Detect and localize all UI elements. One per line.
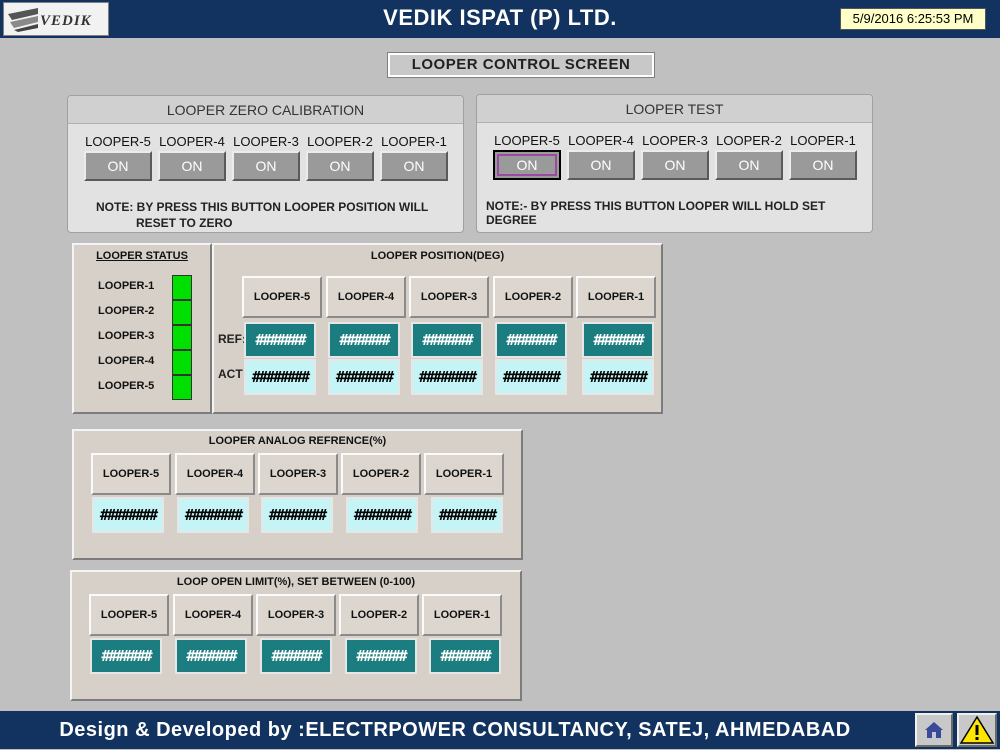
header-bar [0,0,1000,38]
zero-cal-note-line2: RESET TO ZERO [136,216,233,230]
ref-value-looper-3: ####### [411,322,483,358]
limit-input-looper-4[interactable]: ####### [175,638,247,674]
datetime-display: 5/9/2016 6:25:53 PM [840,8,986,30]
footer-bar [0,711,1000,749]
home-button[interactable] [915,713,953,747]
zero-cal-on-button-looper-1[interactable]: ON [380,151,448,181]
zero-cal-on-button-looper-5[interactable]: ON [84,151,152,181]
zero-cal-on-button-looper-3[interactable]: ON [232,151,300,181]
ref-value-looper-5: ####### [244,322,316,358]
analog-value-looper-2: ######## [346,497,418,533]
zero-cal-label-looper-4: LOOPER-4 [159,134,225,149]
status-indicator-looper-2 [172,300,192,325]
ref-value-looper-2: ####### [495,322,567,358]
looper-test-title: LOOPER TEST [477,95,872,123]
ref-row-label: REF: [218,332,246,346]
open-limit-box: LOOP OPEN LIMIT(%), SET BETWEEN (0-100) … [70,570,522,701]
company-logo: VEDIK [3,2,109,36]
looper-position-title: LOOPER POSITION(DEG) [370,250,505,262]
zero-cal-label-looper-2: LOOPER-2 [307,134,373,149]
warning-icon [959,715,995,744]
limit-input-looper-2[interactable]: ####### [345,638,417,674]
status-indicator-looper-3 [172,325,192,350]
test-on-button-looper-1[interactable]: ON [789,150,857,180]
test-label-looper-1: LOOPER-1 [790,133,856,148]
limit-header-looper-5: LOOPER-5 [89,594,169,636]
position-header-looper-1: LOOPER-1 [576,276,656,318]
looper-status-box: LOOPER STATUS LOOPER-1 LOOPER-2 LOOPER-3… [72,243,212,414]
zero-cal-label-looper-3: LOOPER-3 [233,134,299,149]
alarm-button[interactable] [957,713,997,747]
looper-status-title: LOOPER STATUS [96,250,188,262]
test-label-looper-4: LOOPER-4 [568,133,634,148]
act-row-label: ACT [218,367,243,381]
test-on-button-looper-3[interactable]: ON [641,150,709,180]
limit-input-looper-5[interactable]: ####### [90,638,162,674]
status-indicator-looper-5 [172,375,192,400]
limit-header-looper-2: LOOPER-2 [339,594,419,636]
analog-header-looper-4: LOOPER-4 [175,453,255,495]
act-value-looper-4: ######## [328,359,400,395]
analog-value-looper-5: ######## [92,497,164,533]
footer-credit: Design & Developed by :ELECTRPOWER CONSU… [59,719,851,741]
status-label-looper-4: LOOPER-4 [98,355,155,367]
status-label-looper-1: LOOPER-1 [98,280,155,292]
home-icon [925,722,943,738]
test-on-button-looper-2[interactable]: ON [715,150,783,180]
limit-input-looper-1[interactable]: ####### [429,638,501,674]
position-header-looper-2: LOOPER-2 [493,276,573,318]
analog-header-looper-3: LOOPER-3 [258,453,338,495]
limit-header-looper-4: LOOPER-4 [173,594,253,636]
analog-reference-box: LOOPER ANALOG REFRENCE(%) LOOPER-5 LOOPE… [72,429,523,560]
position-header-looper-5: LOOPER-5 [242,276,322,318]
act-value-looper-3: ######## [411,359,483,395]
open-limit-title: LOOP OPEN LIMIT(%), SET BETWEEN (0-100) [176,576,416,588]
test-on-button-looper-4[interactable]: ON [567,150,635,180]
status-indicator-looper-1 [172,275,192,300]
logo-mark-icon [8,8,38,32]
test-label-looper-2: LOOPER-2 [716,133,782,148]
status-indicator-looper-4 [172,350,192,375]
looper-position-box: LOOPER POSITION(DEG) LOOPER-5 LOOPER-4 L… [212,243,663,414]
test-on-button-looper-5[interactable]: ON [493,150,561,180]
status-label-looper-2: LOOPER-2 [98,305,155,317]
analog-value-looper-4: ######## [177,497,249,533]
looper-test-note: NOTE:- BY PRESS THIS BUTTON LOOPER WILL … [486,199,826,227]
screen-title: LOOPER CONTROL SCREEN [387,52,655,78]
position-header-looper-3: LOOPER-3 [409,276,489,318]
zero-cal-on-button-looper-2[interactable]: ON [306,151,374,181]
app-title: VEDIK ISPAT (P) LTD. [383,5,617,30]
zero-calibration-title: LOOPER ZERO CALIBRATION [68,96,463,124]
analog-value-looper-3: ######## [261,497,333,533]
analog-header-looper-2: LOOPER-2 [341,453,421,495]
limit-input-looper-3[interactable]: ####### [260,638,332,674]
position-header-looper-4: LOOPER-4 [326,276,406,318]
logo-text: VEDIK [40,13,92,29]
act-value-looper-1: ######## [582,359,654,395]
zero-calibration-panel: LOOPER ZERO CALIBRATION LOOPER-5 LOOPER-… [67,95,464,233]
test-label-looper-5: LOOPER-5 [494,133,560,148]
limit-header-looper-1: LOOPER-1 [422,594,502,636]
status-label-looper-3: LOOPER-3 [98,330,155,342]
act-value-looper-5: ######## [244,359,316,395]
analog-header-looper-5: LOOPER-5 [91,453,171,495]
analog-reference-title: LOOPER ANALOG REFRENCE(%) [208,435,387,447]
limit-header-looper-3: LOOPER-3 [256,594,336,636]
looper-test-panel: LOOPER TEST LOOPER-5 LOOPER-4 LOOPER-3 L… [476,94,873,233]
zero-cal-on-button-looper-4[interactable]: ON [158,151,226,181]
act-value-looper-2: ######## [495,359,567,395]
analog-value-looper-1: ######## [431,497,503,533]
zero-cal-label-looper-1: LOOPER-1 [381,134,447,149]
zero-cal-label-looper-5: LOOPER-5 [85,134,151,149]
ref-value-looper-1: ####### [582,322,654,358]
ref-value-looper-4: ####### [328,322,400,358]
zero-cal-note-line1: NOTE: BY PRESS THIS BUTTON LOOPER POSITI… [96,200,429,214]
analog-header-looper-1: LOOPER-1 [424,453,504,495]
status-label-looper-5: LOOPER-5 [98,380,155,392]
test-label-looper-3: LOOPER-3 [642,133,708,148]
